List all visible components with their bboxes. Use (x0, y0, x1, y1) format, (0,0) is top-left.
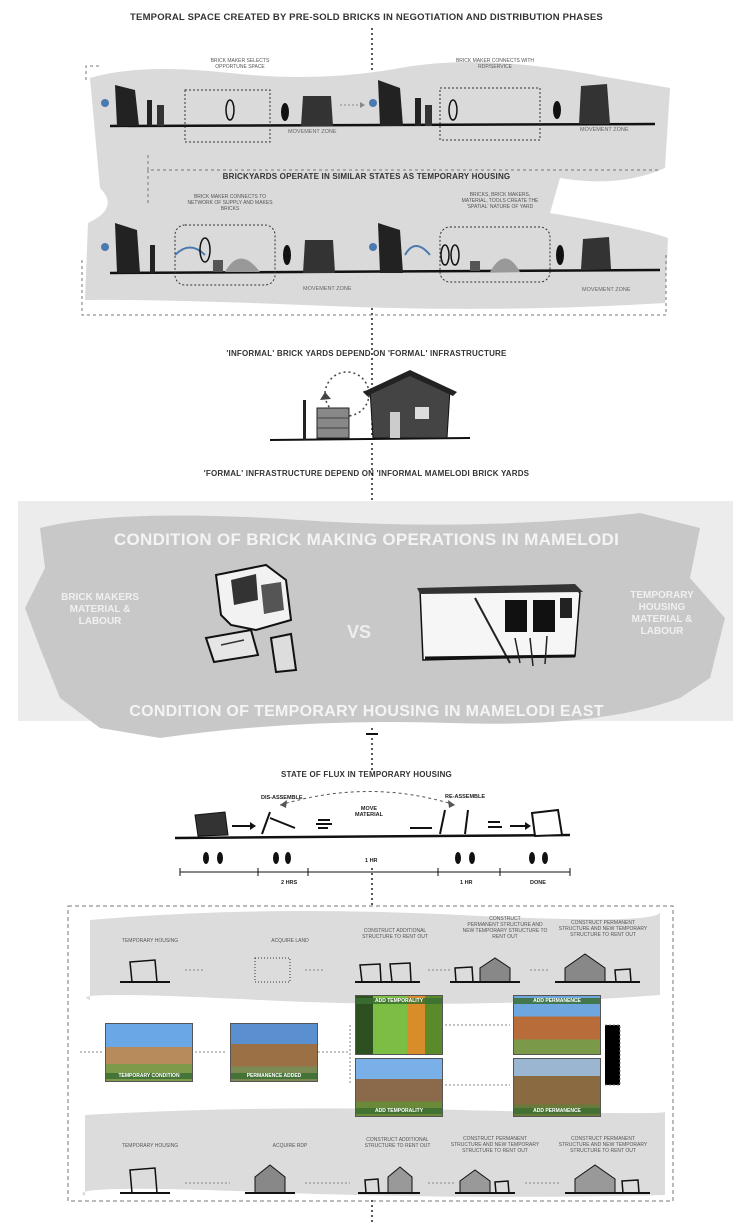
caption-permanence-added: PERMANENCE ADDED (231, 1073, 317, 1079)
caption-formal-depend: 'FORMAL' INFRASTRUCTURE DEPEND ON 'INFOR… (203, 469, 530, 478)
label-brick-makers: BRICK MAKERS MATERIAL & LABOUR (61, 592, 139, 627)
caption-add-temporality-2: ADD TEMPORALITY (356, 1108, 442, 1114)
brickyard-sketch-row-1 (101, 80, 656, 143)
movement-zone-label-3: MOVEMENT ZONE (303, 286, 352, 292)
note-connects-rdp: BRICK MAKER CONNECTS WITH RDP/SERVICE (455, 58, 535, 70)
caption-add-permanence-2: ADD PERMANENCE (514, 1108, 600, 1114)
note-spatial-nature: BRICKS, BRICK MAKERS, MATERIAL, TOOLS CR… (461, 192, 539, 210)
label-reassemble: RE-ASSEMBLE (445, 794, 486, 800)
title-state-of-flux: STATE OF FLUX IN TEMPORARY HOUSING (281, 770, 452, 779)
movement-zone-label-1: MOVEMENT ZONE (288, 129, 337, 135)
section-title-temporal-space: TEMPORAL SPACE CREATED BY PRE-SOLD BRICK… (130, 12, 603, 23)
photo-add-temporality-1: ADD TEMPORALITY (355, 995, 443, 1055)
caption-add-temporality-1: ADD TEMPORALITY (356, 998, 442, 1004)
step3-label-row3: CONSTRUCT ADDITIONAL STRUCTURE TO RENT O… (364, 1137, 431, 1149)
interdependence-sketch (269, 370, 471, 441)
flux-sketch (174, 791, 571, 876)
photo-add-permanence-1: ADD PERMANENCE (513, 995, 601, 1055)
time-done: DONE (530, 880, 546, 886)
step1-label-row1: TEMPORARY HOUSING (121, 938, 179, 944)
step2-label-row3: ACQUIRE RDP (272, 1143, 308, 1149)
label-move-material: MOVE MATERIAL (355, 806, 384, 818)
row1-sketches (120, 953, 640, 983)
label-temporary-housing: TEMPORARY HOUSING MATERIAL & LABOUR (630, 590, 694, 637)
row3-sketches (120, 1164, 650, 1194)
band-title-temporary-housing: CONDITION OF TEMPORARY HOUSING IN MAMELO… (129, 703, 604, 720)
subtitle-brickyards: BRICKYARDS OPERATE IN SIMILAR STATES AS … (222, 172, 511, 181)
bricks-sketch (204, 563, 298, 674)
time-1hr-a: 1 HR (365, 858, 378, 864)
label-disassemble: DIS-ASSEMBLE (261, 795, 303, 801)
step4-label-row1: CONSTRUCT PERMANENT STRUCTURE AND NEW TE… (462, 916, 548, 940)
photo-permanence-added: PERMANENCE ADDED (230, 1023, 318, 1082)
movement-zone-label-2: MOVEMENT ZONE (580, 127, 629, 133)
caption-add-permanence-1: ADD PERMANENCE (514, 998, 600, 1004)
movement-zone-label-4: MOVEMENT ZONE (582, 287, 631, 293)
shack-sketch (417, 584, 583, 667)
step5-label-row3: CONSTRUCT PERMANENT STRUCTURE AND NEW TE… (558, 1136, 648, 1154)
step5-label-row1: CONSTRUCT PERMANENT STRUCTURE AND NEW TE… (558, 920, 648, 938)
step4-label-row3: CONSTRUCT PERMANENT STRUCTURE AND NEW TE… (450, 1136, 540, 1154)
step1-label-row3: TEMPORARY HOUSING (121, 1143, 179, 1149)
photo-add-temporality-2: ADD TEMPORALITY (355, 1058, 443, 1117)
note-selects-space: BRICK MAKER SELECTS OPPORTUNE SPACE (210, 58, 270, 70)
time-2hrs: 2 HRS (281, 880, 298, 886)
grey-band-bg (18, 501, 733, 738)
row2-arrows (80, 1024, 621, 1086)
step3-label-row1: CONSTRUCT ADDITIONAL STRUCTURE TO RENT O… (362, 928, 428, 940)
photo-add-permanence-2: ADD PERMANENCE (513, 1058, 601, 1117)
vs-label: VS (347, 622, 372, 642)
caption-temporary-condition: TEMPORARY CONDITION (106, 1073, 192, 1079)
time-1hr-b: 1 HR (460, 880, 473, 886)
brickyard-sketch-row-2 (101, 223, 661, 286)
bottom-frame (67, 905, 674, 1202)
photo-temporary-condition: TEMPORARY CONDITION (105, 1023, 193, 1082)
step2-label-row1: ACQUIRE LAND (271, 938, 309, 944)
band-title-brick-making: CONDITION OF BRICK MAKING OPERATIONS IN … (113, 530, 620, 549)
caption-informal-depend: 'INFORMAL' BRICK YARDS DEPEND ON 'FORMAL… (226, 349, 507, 358)
top-dashed-box (81, 65, 667, 316)
note-network-supply: BRICK MAKER CONNECTS TO NETWORK OF SUPPL… (187, 194, 273, 212)
